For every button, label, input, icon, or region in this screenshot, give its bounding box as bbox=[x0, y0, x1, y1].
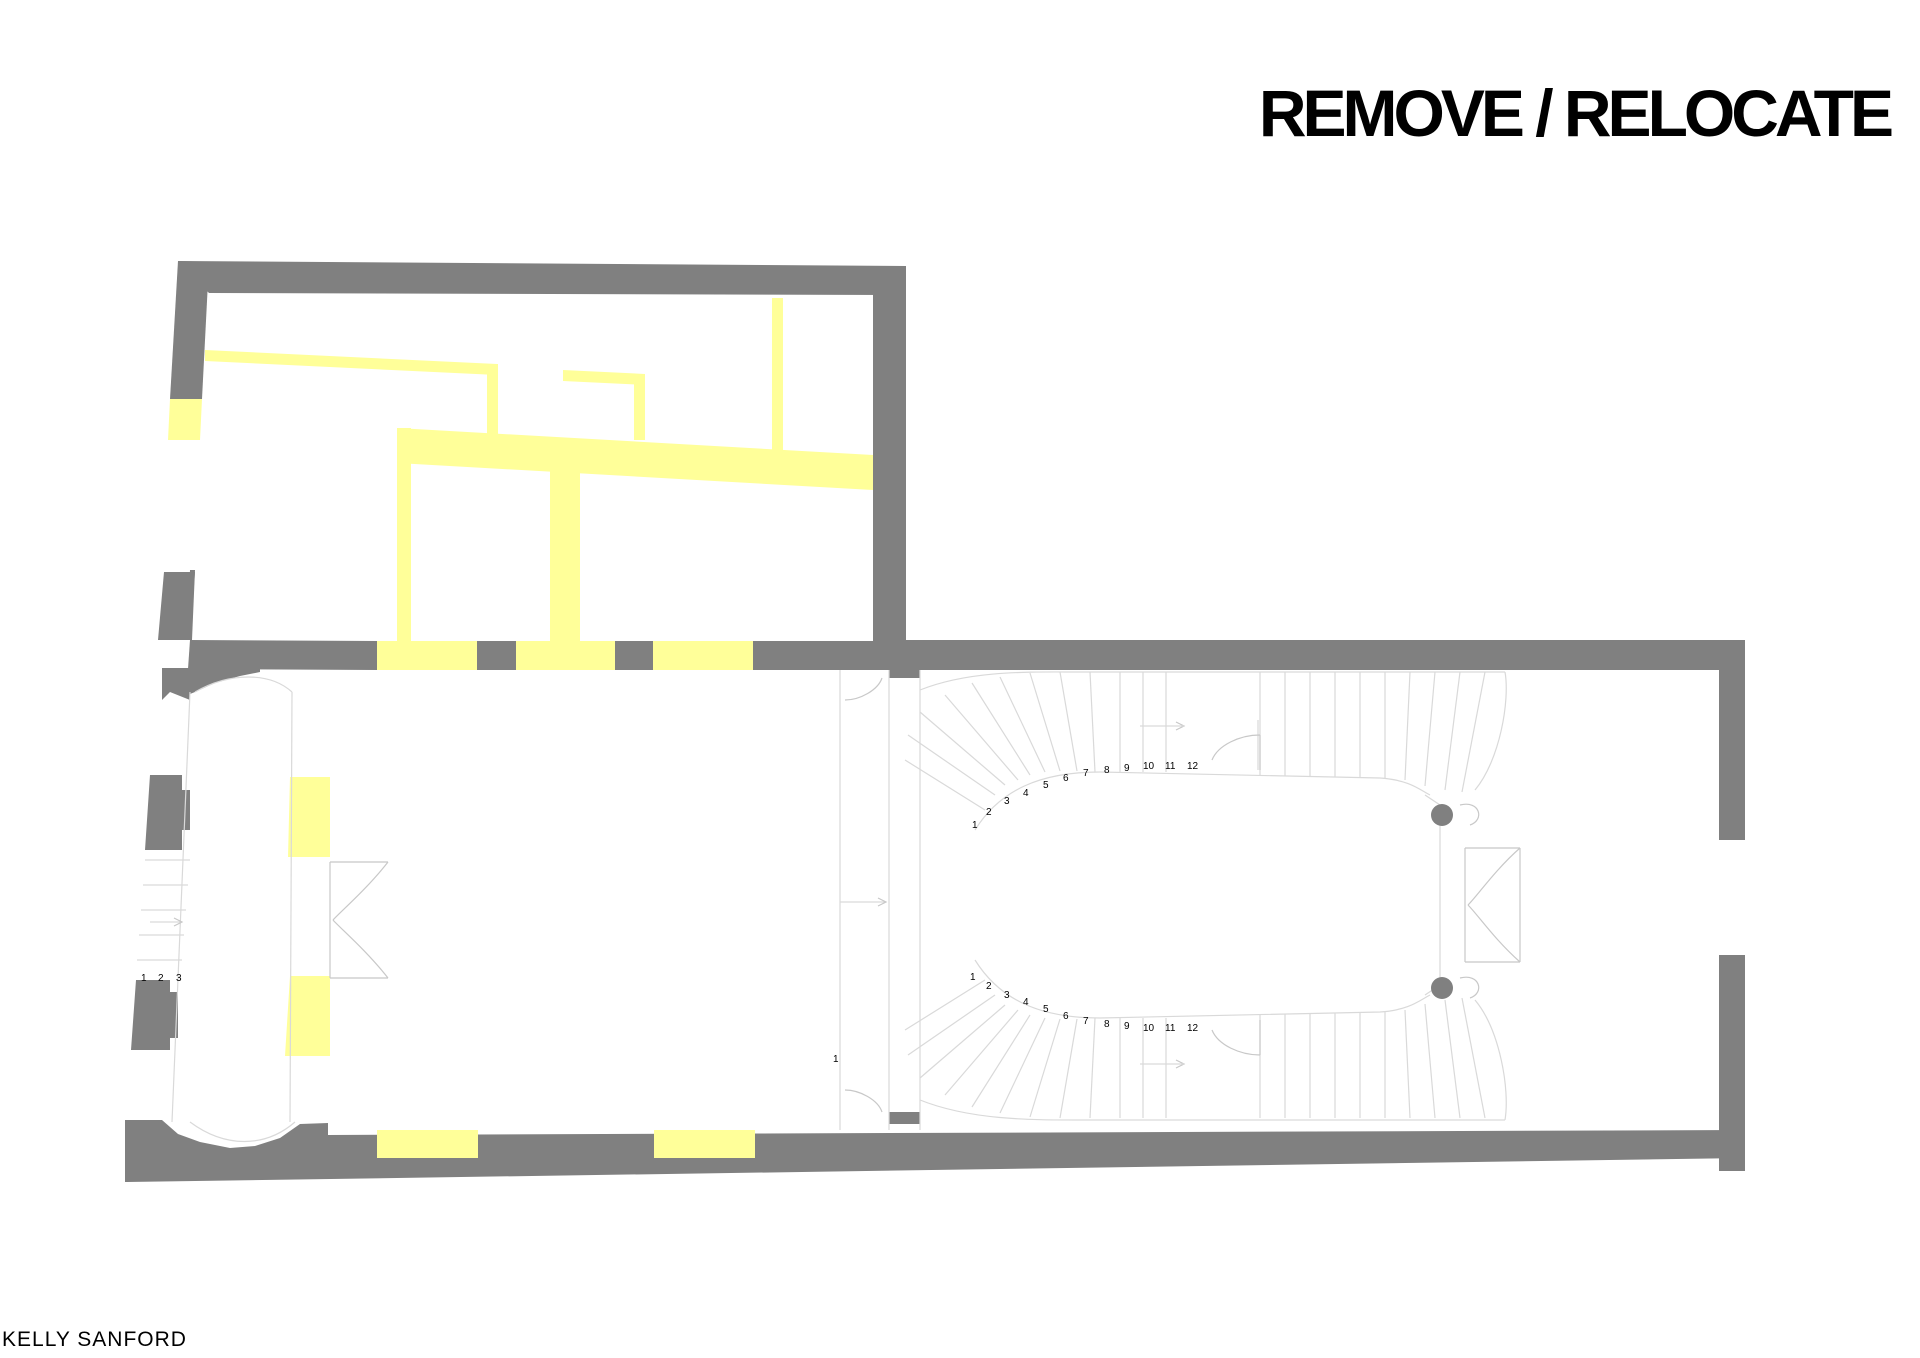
stair-hall-top-wall bbox=[906, 640, 1745, 670]
step-number: 1 bbox=[970, 972, 976, 983]
left-wall-segment-a bbox=[187, 570, 195, 640]
main-room-small-door-lower bbox=[844, 1089, 883, 1113]
vestibule-double-door bbox=[329, 861, 389, 979]
upper-stair-risers bbox=[904, 671, 1486, 811]
lower-stair-risers bbox=[904, 979, 1486, 1119]
side-step-number: 1 bbox=[833, 1054, 839, 1065]
step-number: 9 bbox=[1124, 763, 1130, 774]
vestibule-left-line bbox=[171, 691, 191, 1123]
step-number: 2 bbox=[986, 807, 992, 818]
removed-door-3 bbox=[653, 641, 753, 670]
step-number: 5 bbox=[1043, 1004, 1049, 1015]
stair-hall-right-wall-upper bbox=[1719, 640, 1745, 840]
removed-wall-upper-stub-2 bbox=[634, 374, 645, 440]
removed-wall-vertical-right bbox=[772, 298, 783, 450]
removed-wall-column-left bbox=[397, 428, 411, 642]
upper-small-door bbox=[1211, 734, 1261, 770]
removed-bottom-door-1 bbox=[377, 1130, 478, 1158]
removed-wall-column-mid bbox=[550, 465, 580, 642]
removed-wall-upper-2 bbox=[563, 370, 645, 385]
step-number: 11 bbox=[1165, 761, 1176, 772]
step-number: 8 bbox=[1104, 765, 1110, 776]
step-number: 2 bbox=[986, 981, 992, 992]
vestibule-top-corner bbox=[162, 668, 190, 700]
removed-bottom-door-2 bbox=[654, 1130, 755, 1158]
removed-door-2 bbox=[516, 641, 615, 670]
step-number: 12 bbox=[1187, 761, 1199, 772]
column-lower bbox=[1431, 977, 1453, 999]
step-number: 6 bbox=[1063, 773, 1069, 784]
vestibule-top-curve bbox=[194, 676, 293, 693]
upper-room-bottom-wall-mid1 bbox=[477, 641, 516, 670]
remove-relocate-highlights bbox=[168, 298, 873, 1158]
upper-stair-inner-curve bbox=[974, 771, 1431, 831]
partition-top-stub bbox=[889, 668, 920, 678]
step-number: 1 bbox=[972, 820, 978, 831]
step-number: 5 bbox=[1043, 780, 1049, 791]
column-lower-ring bbox=[1459, 976, 1480, 999]
upper-stair-right-flare bbox=[1474, 671, 1507, 791]
step-number: 7 bbox=[1083, 768, 1089, 779]
main-room-arrow bbox=[877, 897, 888, 907]
bottom-wall bbox=[125, 1120, 1745, 1182]
upper-room-left-wall bbox=[170, 261, 209, 399]
removed-door-1 bbox=[377, 641, 477, 670]
lower-stair-numbers: 1 2 3 4 5 6 7 8 9 10 11 12 bbox=[970, 972, 1199, 1034]
stair-linework bbox=[137, 670, 1521, 1143]
drawing-title: REMOVE / RELOCATE bbox=[1258, 76, 1894, 150]
left-wall-pier-1 bbox=[145, 775, 190, 850]
stair-hall-double-door bbox=[1464, 847, 1521, 963]
upper-stair-numbers: 1 2 3 4 5 6 7 8 9 10 11 12 bbox=[972, 761, 1199, 831]
step-number: 7 bbox=[1083, 1016, 1089, 1027]
step-number: 1 bbox=[141, 973, 147, 984]
walls bbox=[125, 261, 1745, 1182]
step-number: 3 bbox=[1004, 796, 1010, 807]
upper-room-bottom-wall-mid2 bbox=[615, 641, 653, 670]
removed-wall-upper-1 bbox=[205, 350, 497, 375]
lower-stair-right-flare bbox=[1474, 999, 1507, 1121]
partition-bottom-stub bbox=[889, 1112, 920, 1124]
left-entry-numbers: 1 2 3 bbox=[141, 973, 182, 984]
upper-room-bottom-wall-right bbox=[753, 641, 906, 670]
step-number: 3 bbox=[1004, 990, 1010, 1001]
step-number: 6 bbox=[1063, 1011, 1069, 1022]
removed-left-opening bbox=[168, 399, 202, 440]
vestibule-bottom-curve bbox=[189, 1121, 296, 1143]
removed-vestibule-wall-1 bbox=[288, 777, 330, 857]
left-wall-pier-2 bbox=[131, 980, 178, 1050]
lower-stair-inner-curve bbox=[974, 959, 1431, 1019]
step-number: 3 bbox=[176, 973, 182, 984]
vestibule-curve-top bbox=[190, 668, 260, 694]
removed-vestibule-wall-2 bbox=[285, 976, 330, 1056]
step-number: 4 bbox=[1023, 997, 1029, 1008]
upper-stair-outer-curve bbox=[919, 671, 1505, 691]
removed-wall-upper-stub-1 bbox=[487, 364, 498, 436]
step-number: 11 bbox=[1165, 1023, 1176, 1034]
step-number: 2 bbox=[158, 973, 164, 984]
step-number: 10 bbox=[1143, 761, 1155, 772]
column-upper bbox=[1431, 804, 1453, 826]
column-upper-ring bbox=[1459, 803, 1480, 826]
step-number: 12 bbox=[1187, 1023, 1199, 1034]
removed-wall-main-band bbox=[397, 428, 873, 490]
step-number: 9 bbox=[1124, 1021, 1130, 1032]
author-credit: KELLY SANFORD bbox=[2, 1328, 187, 1351]
step-number: 4 bbox=[1023, 788, 1029, 799]
upper-room-left-wall-lower bbox=[158, 572, 195, 640]
upper-room-top-wall bbox=[178, 261, 906, 295]
vestibule-right-line bbox=[289, 691, 293, 1123]
lower-small-door bbox=[1211, 1020, 1261, 1056]
step-number: 10 bbox=[1143, 1023, 1155, 1034]
left-entry-arrow bbox=[173, 917, 184, 927]
step-number: 8 bbox=[1104, 1019, 1110, 1030]
upper-room-bottom-wall-left bbox=[188, 640, 377, 670]
lower-stair-outer-curve bbox=[919, 1099, 1505, 1121]
upper-room-right-wall bbox=[873, 266, 906, 645]
main-room-small-door bbox=[844, 677, 883, 701]
columns bbox=[1431, 803, 1480, 999]
